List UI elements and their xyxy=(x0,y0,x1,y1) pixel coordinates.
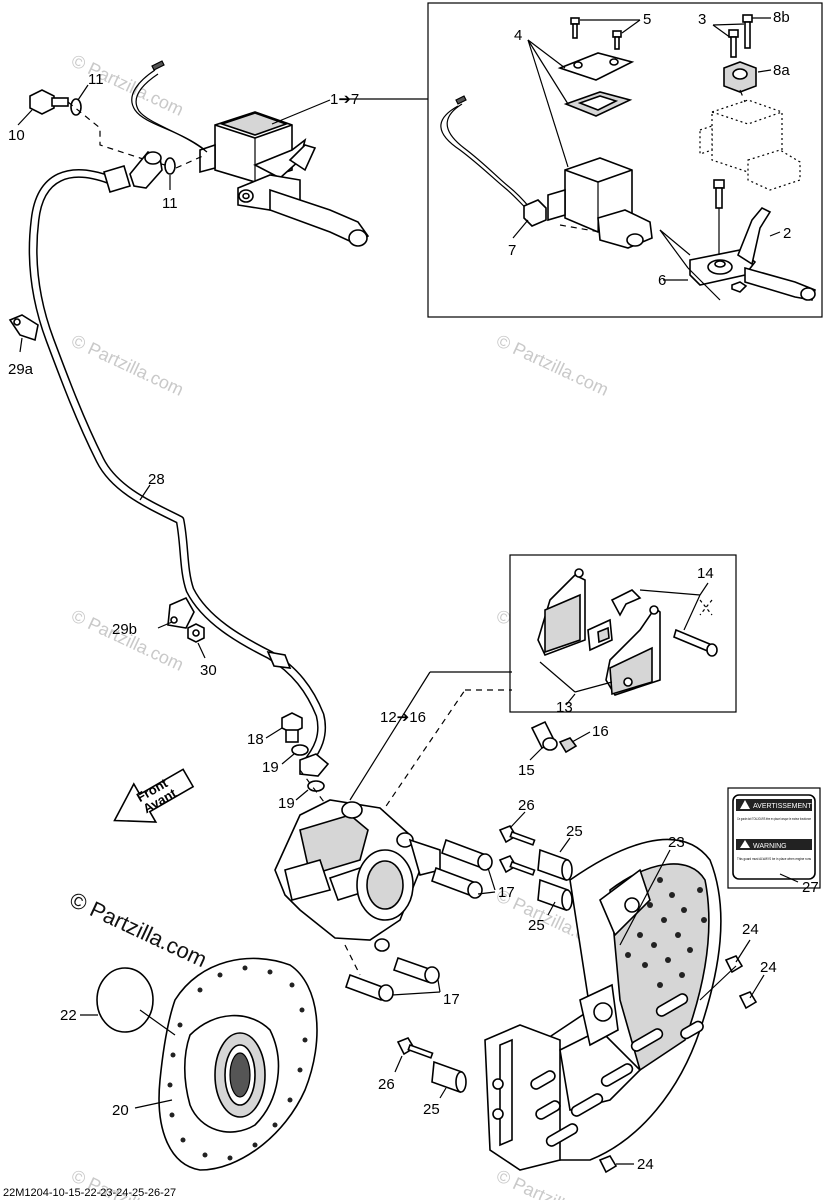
callout-20: 20 xyxy=(112,1102,129,1119)
disc-guard-23 xyxy=(484,838,722,1171)
bleeder-cap-16 xyxy=(558,737,578,754)
spacer-25-lower xyxy=(431,1060,467,1099)
callout-16: 16 xyxy=(592,723,609,740)
callout-11-bottom: 11 xyxy=(162,195,178,212)
callout-12-16: 12➔16 xyxy=(380,709,426,726)
hose-top-fitting xyxy=(103,150,163,193)
callout-24-a: 24 xyxy=(742,921,759,938)
washer-19-top xyxy=(291,744,309,756)
screws-24 xyxy=(598,939,765,1174)
callout-19-bottom: 19 xyxy=(278,795,295,812)
spacers-25-upper xyxy=(537,837,573,916)
callout-3: 3 xyxy=(698,11,706,28)
front-direction-arrow: Front Avant xyxy=(113,768,195,823)
callout-18: 18 xyxy=(247,731,264,748)
callout-25-c: 25 xyxy=(423,1101,440,1118)
watermark-main: © Partzilla.com xyxy=(66,887,211,972)
o-ring-22 xyxy=(96,967,154,1033)
master-cylinder-ghost xyxy=(699,89,801,191)
decal-text-en: This guard must ALWAYS be in place when … xyxy=(737,856,811,861)
decal-warning-fr: AVERTISSEMENT xyxy=(753,803,812,810)
disc-holes xyxy=(167,965,308,1161)
callout-25-b: 25 xyxy=(528,917,545,934)
callout-11-top: 11 xyxy=(88,71,104,88)
clip-29b xyxy=(157,596,195,629)
decal-text-fr: Ce garde doit TOUJOURS être en place lor… xyxy=(737,816,811,821)
callout-26-b: 26 xyxy=(378,1076,395,1093)
callout-17-upper: 17 xyxy=(498,884,515,901)
washer-11-bottom xyxy=(164,157,176,175)
guard-slots xyxy=(530,993,704,1147)
brake-lever-inset xyxy=(659,179,816,301)
guard-holes xyxy=(625,877,707,988)
bleeder-screw-15 xyxy=(529,720,558,761)
callout-6: 6 xyxy=(658,272,666,289)
callout-28: 28 xyxy=(148,471,165,488)
nut-30 xyxy=(187,623,206,659)
callout-4: 4 xyxy=(514,27,522,44)
caliper-bolts-17-lower xyxy=(344,956,441,1002)
callout-24-b: 24 xyxy=(760,959,777,976)
clamp-group xyxy=(712,14,772,93)
watermark: © Partzilla.com xyxy=(493,1165,611,1200)
callout-8a: 8a xyxy=(773,62,790,79)
warning-decal-27: AVERTISSEMENT Ce garde doit TOUJOURS êtr… xyxy=(727,787,821,889)
callout-26-a: 26 xyxy=(518,797,535,814)
brake-pads xyxy=(537,568,661,696)
brake-hose xyxy=(28,169,327,770)
callout-23: 23 xyxy=(668,834,685,851)
callout-2: 2 xyxy=(783,225,791,242)
washer-19-bottom xyxy=(307,780,325,792)
callout-27: 27 xyxy=(802,879,819,896)
callout-25-a: 25 xyxy=(566,823,583,840)
callout-29b: 29b xyxy=(112,621,137,638)
brake-switch-wire xyxy=(440,105,529,211)
caliper-bolts-17-upper xyxy=(431,838,496,899)
callout-1-7: 1➔7 xyxy=(330,91,359,108)
hose-banjo-fitting xyxy=(299,753,330,777)
clip-29a xyxy=(8,314,39,353)
watermark: © Partzilla.com xyxy=(68,50,186,119)
banjo-bolt-18 xyxy=(265,712,303,743)
callout-labels: 1➔7 2 3 4 5 6 7 8a 8b 10 11 11 12➔16 13 … xyxy=(8,9,819,1173)
screws-26-upper xyxy=(498,811,536,876)
master-cylinder-main xyxy=(199,99,370,247)
callout-24-c: 24 xyxy=(637,1156,654,1173)
callout-7: 7 xyxy=(508,242,516,259)
callout-22: 22 xyxy=(60,1007,77,1024)
master-cylinder-body-inset xyxy=(547,157,653,249)
washer-11-top xyxy=(70,98,82,116)
callout-5: 5 xyxy=(643,11,651,28)
banjo-bolt-10 xyxy=(17,89,69,126)
footer-drawing-code: 22M1204-10-15-22-23-24-25-26-27 xyxy=(3,1187,176,1199)
brake-caliper xyxy=(274,799,441,952)
watermark: © Partzilla.com xyxy=(68,330,186,399)
callout-17-lower: 17 xyxy=(443,991,460,1008)
callout-10: 10 xyxy=(8,127,25,144)
callout-13: 13 xyxy=(556,699,573,716)
callout-19-top: 19 xyxy=(262,759,279,776)
screw-5-group xyxy=(570,17,641,50)
callout-8b: 8b xyxy=(773,9,790,26)
callout-29a: 29a xyxy=(8,361,34,378)
hose-lower-fitting xyxy=(266,650,292,669)
callout-30: 30 xyxy=(200,662,217,679)
brake-switch xyxy=(523,199,547,227)
pad-pin-14 xyxy=(639,582,718,657)
watermark: © Partzilla.com xyxy=(493,330,611,399)
callout-14: 14 xyxy=(697,565,714,582)
brake-disc-20 xyxy=(158,957,318,1171)
decal-warning-en: WARNING xyxy=(753,843,787,850)
callout-15: 15 xyxy=(518,762,535,779)
screw-26-lower xyxy=(394,1037,434,1073)
